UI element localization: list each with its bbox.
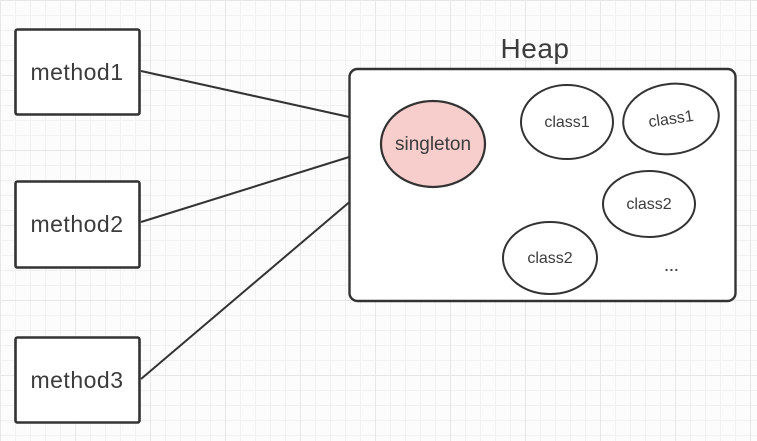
class1-label-2: class1 [647, 108, 694, 131]
method3-node[interactable]: method3 [14, 336, 141, 424]
arrow-method1-to-singleton[interactable] [140, 70, 382, 126]
singleton-node[interactable]: singleton [379, 99, 487, 189]
class2-node-2[interactable]: class2 [502, 221, 598, 295]
class2-node-1[interactable]: class2 [602, 170, 696, 238]
method2-label: method2 [30, 211, 123, 237]
heap-title: Heap [501, 33, 570, 64]
method3-label: method3 [30, 367, 123, 393]
method1-node[interactable]: method1 [14, 28, 141, 116]
arrow-method2-to-singleton[interactable] [140, 147, 379, 223]
method1-label: method1 [30, 59, 123, 85]
class1-node-1[interactable]: class1 [520, 84, 614, 160]
class2-label-2: class2 [527, 250, 572, 267]
singleton-label: singleton [395, 134, 471, 155]
class2-label-1: class2 [626, 196, 671, 213]
method2-node[interactable]: method2 [14, 180, 141, 269]
arrow-method3-to-singleton[interactable] [140, 170, 387, 380]
ellipsis-label: ... [665, 258, 680, 274]
class1-label-1: class1 [544, 114, 589, 131]
class1-node-2[interactable]: class1 [619, 78, 724, 161]
